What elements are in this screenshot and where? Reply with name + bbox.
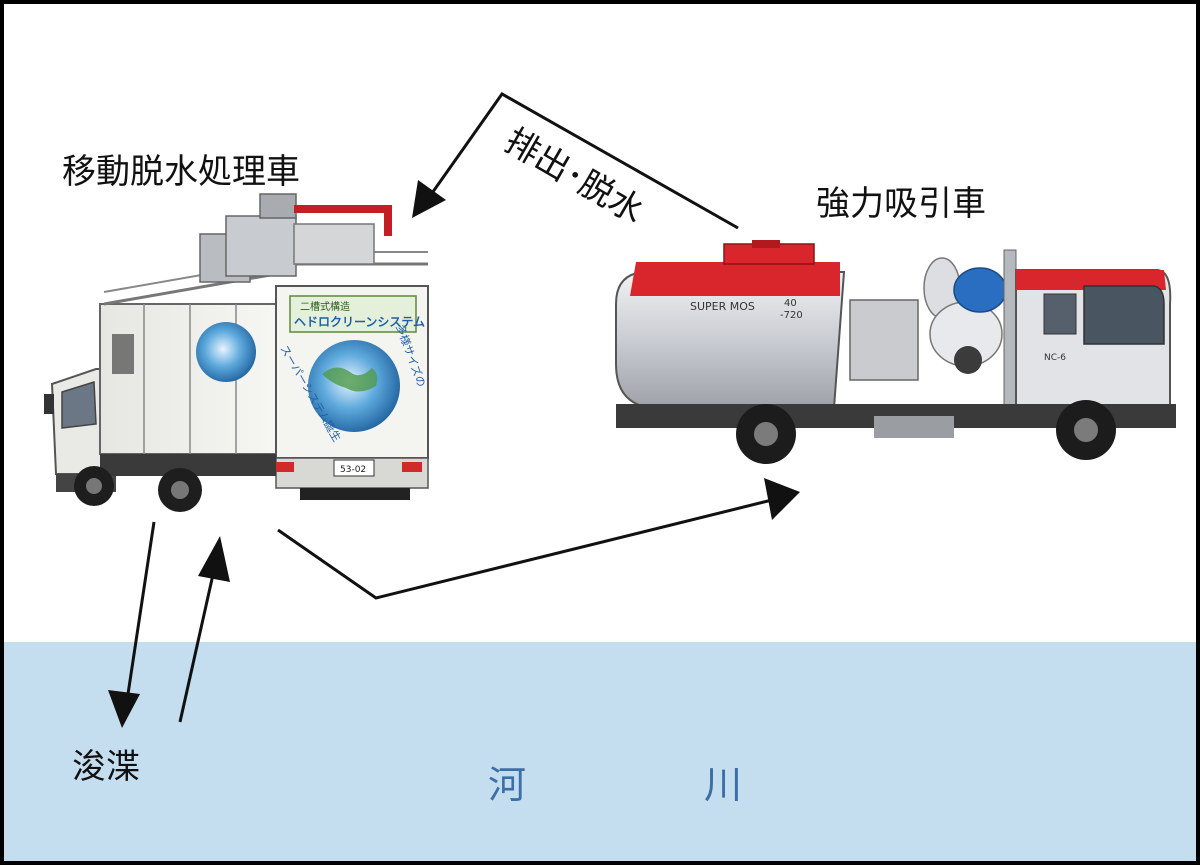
arrow-return-head [764,478,800,520]
dewater-license-plate: 53-02 [340,465,366,475]
arrow-return-line [277,498,773,600]
river-area [4,642,1196,861]
label-dredging: 浚渫 [72,747,140,787]
river-label-char-2: 川 [704,763,743,807]
suction-truck-illustration: SUPER MOS 40 -720 NC-6 [615,240,1176,464]
label-dewatering-truck: 移動脱水処理車 [62,152,300,192]
arrow-to-river-line [126,521,156,695]
diagram-canvas: 河 川 [4,4,1196,861]
arrow-dredge-line [178,569,216,723]
river-label-char-1: 河 [488,763,527,807]
suction-cab-number: NC-6 [1044,353,1066,363]
flow-arrows [108,92,800,728]
arrow-discharge-head [412,180,446,218]
suction-tank-spec-b: -720 [780,310,803,321]
dewatering-truck-illustration: 二槽式構造 ヘドロクリーンシステム スーパーシステム誕生 多様サイズの 53-0… [44,193,429,512]
label-suction-truck: 強力吸引車 [816,184,986,224]
diagram-graphics: 二槽式構造 ヘドロクリーンシステム スーパーシステム誕生 多様サイズの 53-0… [44,92,1176,728]
dewater-panel-title-text: ヘドロクリーンシステム [294,315,425,329]
suction-tank-spec-a: 40 [784,298,797,309]
arrow-discharge-line [428,92,739,230]
arrow-dredge-head [198,536,230,582]
suction-tank-brand: SUPER MOS [690,300,755,313]
arrow-to-river-head [108,690,140,728]
dewater-panel-top-text: 二槽式構造 [300,300,350,313]
